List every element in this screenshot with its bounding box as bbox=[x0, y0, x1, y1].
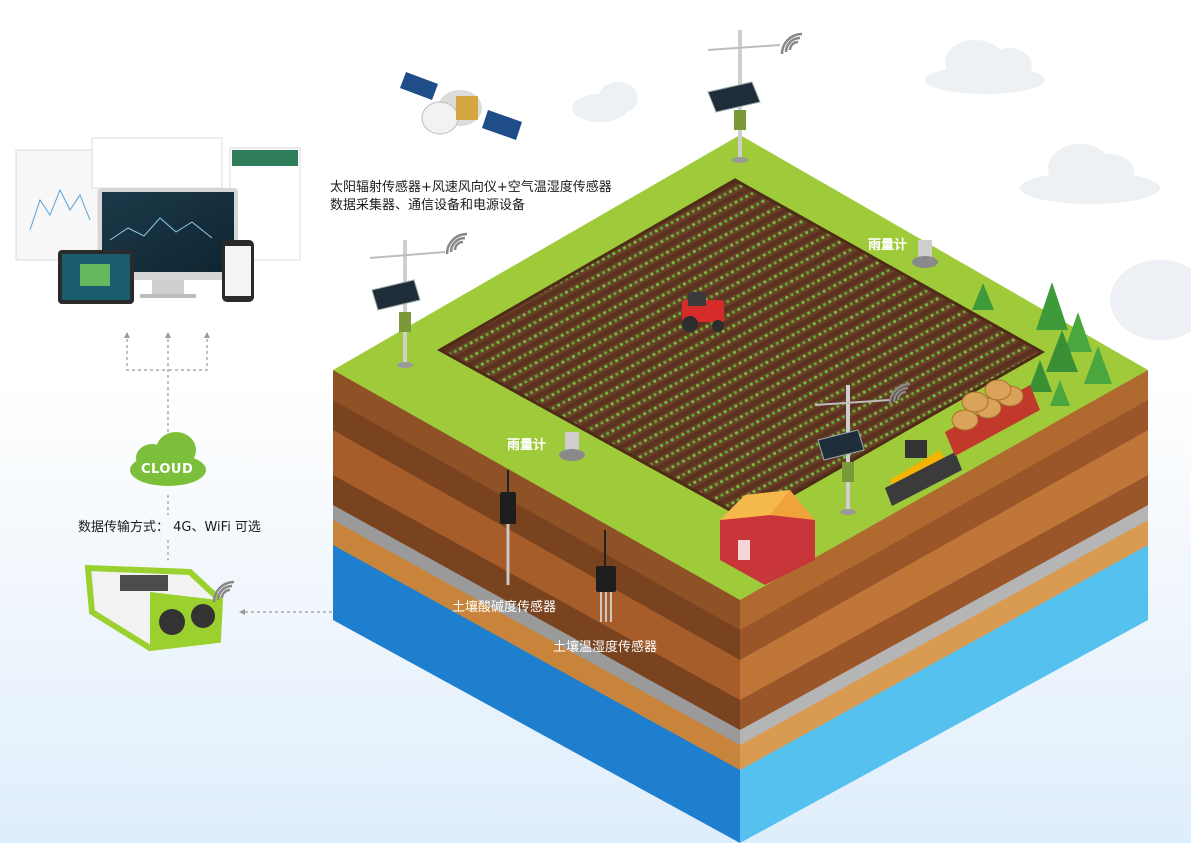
label-transmission-mode: 数据传输方式： 4G、WiFi 可选 bbox=[78, 520, 261, 535]
wifi-icon-top bbox=[780, 32, 803, 55]
label-soil-temp-humidity-sensor: 土壤温湿度传感器 bbox=[553, 640, 658, 655]
weather-station-top bbox=[707, 30, 781, 163]
cloud-icon bbox=[130, 432, 206, 486]
data-logger-device bbox=[84, 564, 224, 652]
red-barn bbox=[720, 490, 815, 585]
rain-gauge-right bbox=[912, 240, 938, 268]
label-sensors-line1: 太阳辐射传感器+风速风向仪+空气温湿度传感器 bbox=[330, 180, 612, 195]
cloud-label: CLOUD bbox=[141, 462, 194, 477]
tree-cluster bbox=[972, 282, 1112, 406]
soil-ph-sensor bbox=[500, 470, 516, 585]
rain-gauge-left bbox=[559, 432, 585, 461]
wifi-icon-left bbox=[445, 232, 468, 255]
soil-block-left-face bbox=[333, 370, 740, 843]
red-tractor bbox=[682, 292, 724, 332]
yellow-tractor-trailer bbox=[885, 379, 1040, 506]
label-sensors-line2: 数据采集器、通信设备和电源设备 bbox=[330, 198, 526, 213]
satellite-icon bbox=[400, 72, 522, 140]
weather-station-left bbox=[369, 240, 446, 368]
soil-temp-humidity-sensor bbox=[596, 530, 616, 622]
label-rain-gauge-left: 雨量计 bbox=[507, 438, 547, 453]
wifi-icon-device bbox=[212, 580, 235, 603]
soil-block-right-face bbox=[740, 370, 1148, 843]
software-dashboards bbox=[15, 137, 301, 304]
label-soil-ph-sensor: 土壤酸碱度传感器 bbox=[452, 600, 557, 615]
wifi-icon-right bbox=[888, 382, 911, 405]
weather-station-right bbox=[814, 385, 891, 515]
background-clouds bbox=[572, 40, 1191, 340]
label-rain-gauge-right: 雨量计 bbox=[868, 238, 908, 253]
connector-lines bbox=[126, 333, 332, 613]
